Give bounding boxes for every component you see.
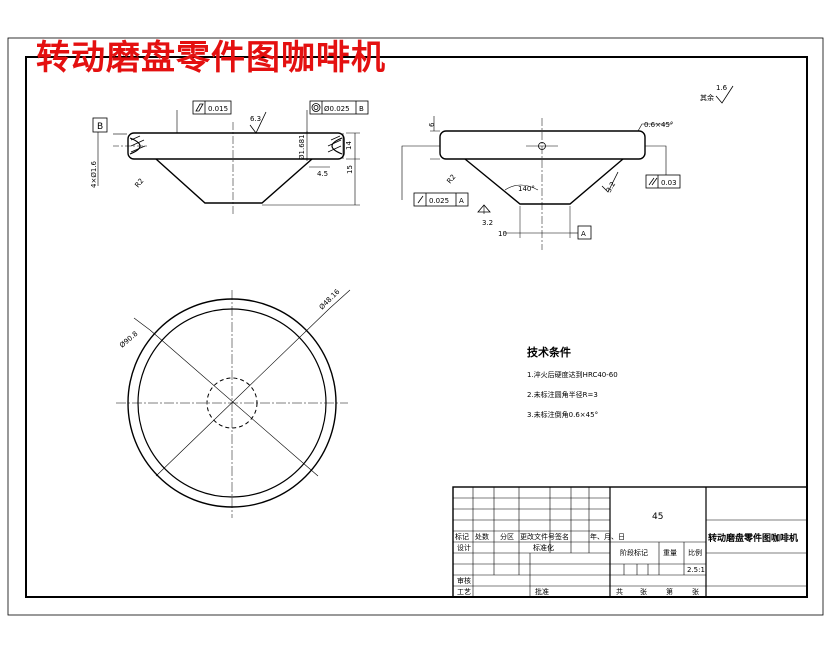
parallelism-icon — [648, 177, 658, 186]
tb-approve: 批准 — [535, 587, 549, 596]
datum-a-box — [577, 225, 592, 240]
coaxiality-icon — [311, 103, 321, 112]
tb-sheets: 共 — [616, 587, 623, 596]
tech-req-item-2: 2.未标注圆角半径R=3 — [527, 390, 598, 399]
title-block — [452, 486, 808, 598]
dim-height: 15 — [346, 165, 354, 174]
coaxiality-tolerance: Ø0.025 — [324, 105, 350, 113]
dim-outer-diameter: Ø90.8 — [118, 330, 139, 350]
part-name-label: 转动磨盘零件图咖啡机 — [708, 532, 798, 544]
runout-icon — [417, 195, 424, 204]
tb-scale-label: 比例 — [688, 548, 702, 557]
tb-design: 设计 — [457, 543, 471, 552]
datum-a-label: A — [581, 230, 586, 238]
angle-label: 140° — [518, 185, 535, 193]
chamfer-label: 0.6×45° — [644, 121, 673, 129]
title-block-text: 45 转动磨盘零件图咖啡机 标记 处数 分区 更改文件号 签名 年、月、日 设计… — [455, 512, 798, 596]
right-elevation-view — [401, 116, 672, 250]
roughness-value-2: 3.2 — [482, 219, 493, 227]
tb-sheet-unit: 张 — [640, 587, 647, 596]
tb-header-mark: 标记 — [455, 532, 469, 541]
dim-inner-circle-diameter: Ø48.16 — [318, 287, 342, 311]
roughness-value-3: 3.2 — [605, 180, 617, 194]
dim-4-5: 4.5 — [317, 170, 328, 178]
technical-requirements: 技术条件 1.淬火后硬度达到HRC40-60 2.未标注圆角半径R=3 3.未标… — [527, 345, 618, 419]
roughness-other-symbol: 1.6 其余 — [700, 84, 734, 104]
tb-review: 审核 — [457, 576, 471, 585]
tb-header-change-doc: 更改文件号 — [520, 532, 555, 541]
runout-frame — [413, 192, 469, 207]
overlay-title: 转动磨盘零件图咖啡机 — [36, 38, 386, 78]
dim-10: 10 — [498, 230, 507, 238]
tb-sheet-no: 第 — [666, 587, 673, 596]
roughness-symbol-1 — [249, 111, 267, 134]
dim-radius-right: R2 — [445, 173, 457, 185]
dim-6: 6 — [428, 122, 436, 127]
tb-header-date: 年、月、日 — [590, 532, 625, 541]
roughness-other-value: 1.6 — [716, 84, 728, 92]
tb-header-sign: 签名 — [555, 532, 569, 541]
runout-tolerance: 0.025 — [429, 197, 449, 205]
roughness-symbol-3 — [601, 171, 619, 193]
datum-b-label: B — [97, 122, 103, 132]
flatness-tolerance: 0.015 — [208, 105, 228, 113]
tb-header-zone: 分区 — [500, 532, 514, 541]
tb-weight: 重量 — [663, 549, 677, 557]
flatness-icon — [195, 103, 204, 112]
parallelism-frame — [645, 174, 681, 189]
material-label: 45 — [652, 512, 663, 522]
dim-radius-left: R2 — [133, 177, 145, 189]
tb-header-count: 处数 — [475, 532, 489, 541]
left-section-view — [97, 110, 360, 214]
coaxiality-frame — [309, 100, 369, 115]
dim-width-label: 4×Ø1.6 — [90, 160, 98, 188]
flatness-frame — [192, 100, 232, 115]
tb-standard: 标准化 — [533, 543, 554, 552]
tb-scale-value: 2.5:1 — [687, 566, 705, 574]
sheet-outer-border — [7, 37, 824, 616]
tech-req-item-1: 1.淬火后硬度达到HRC40-60 — [527, 370, 618, 379]
datum-b-box — [92, 117, 108, 133]
coaxiality-datum: B — [359, 105, 364, 113]
tech-req-item-3: 3.未标注倒角0.6×45° — [527, 410, 598, 419]
tb-sheet-unit-2: 张 — [692, 587, 699, 596]
dim-inner-diameter: Ø1.681 — [298, 134, 306, 160]
sheet-inner-border — [25, 56, 808, 598]
roughness-value-1: 6.3 — [250, 115, 261, 123]
roughness-other-label: 其余 — [700, 93, 714, 102]
tb-stage-mark: 阶段标记 — [620, 548, 648, 557]
parallelism-tolerance: 0.03 — [661, 179, 677, 187]
runout-datum: A — [459, 197, 464, 205]
plan-view-labels: Ø90.8 Ø48.16 — [118, 287, 342, 349]
tb-process: 工艺 — [457, 588, 471, 596]
tech-req-heading: 技术条件 — [527, 345, 571, 359]
right-view-annotations: 6 0.6×45° 0.025 A 0.03 140° R2 3.2 3.2 1… — [413, 121, 681, 240]
plan-view — [116, 289, 351, 518]
left-view-annotations: B 0.015 Ø0.025 B 6.3 4×Ø1.6 Ø1.681 14 15… — [90, 100, 369, 189]
dim-14: 14 — [345, 141, 353, 150]
